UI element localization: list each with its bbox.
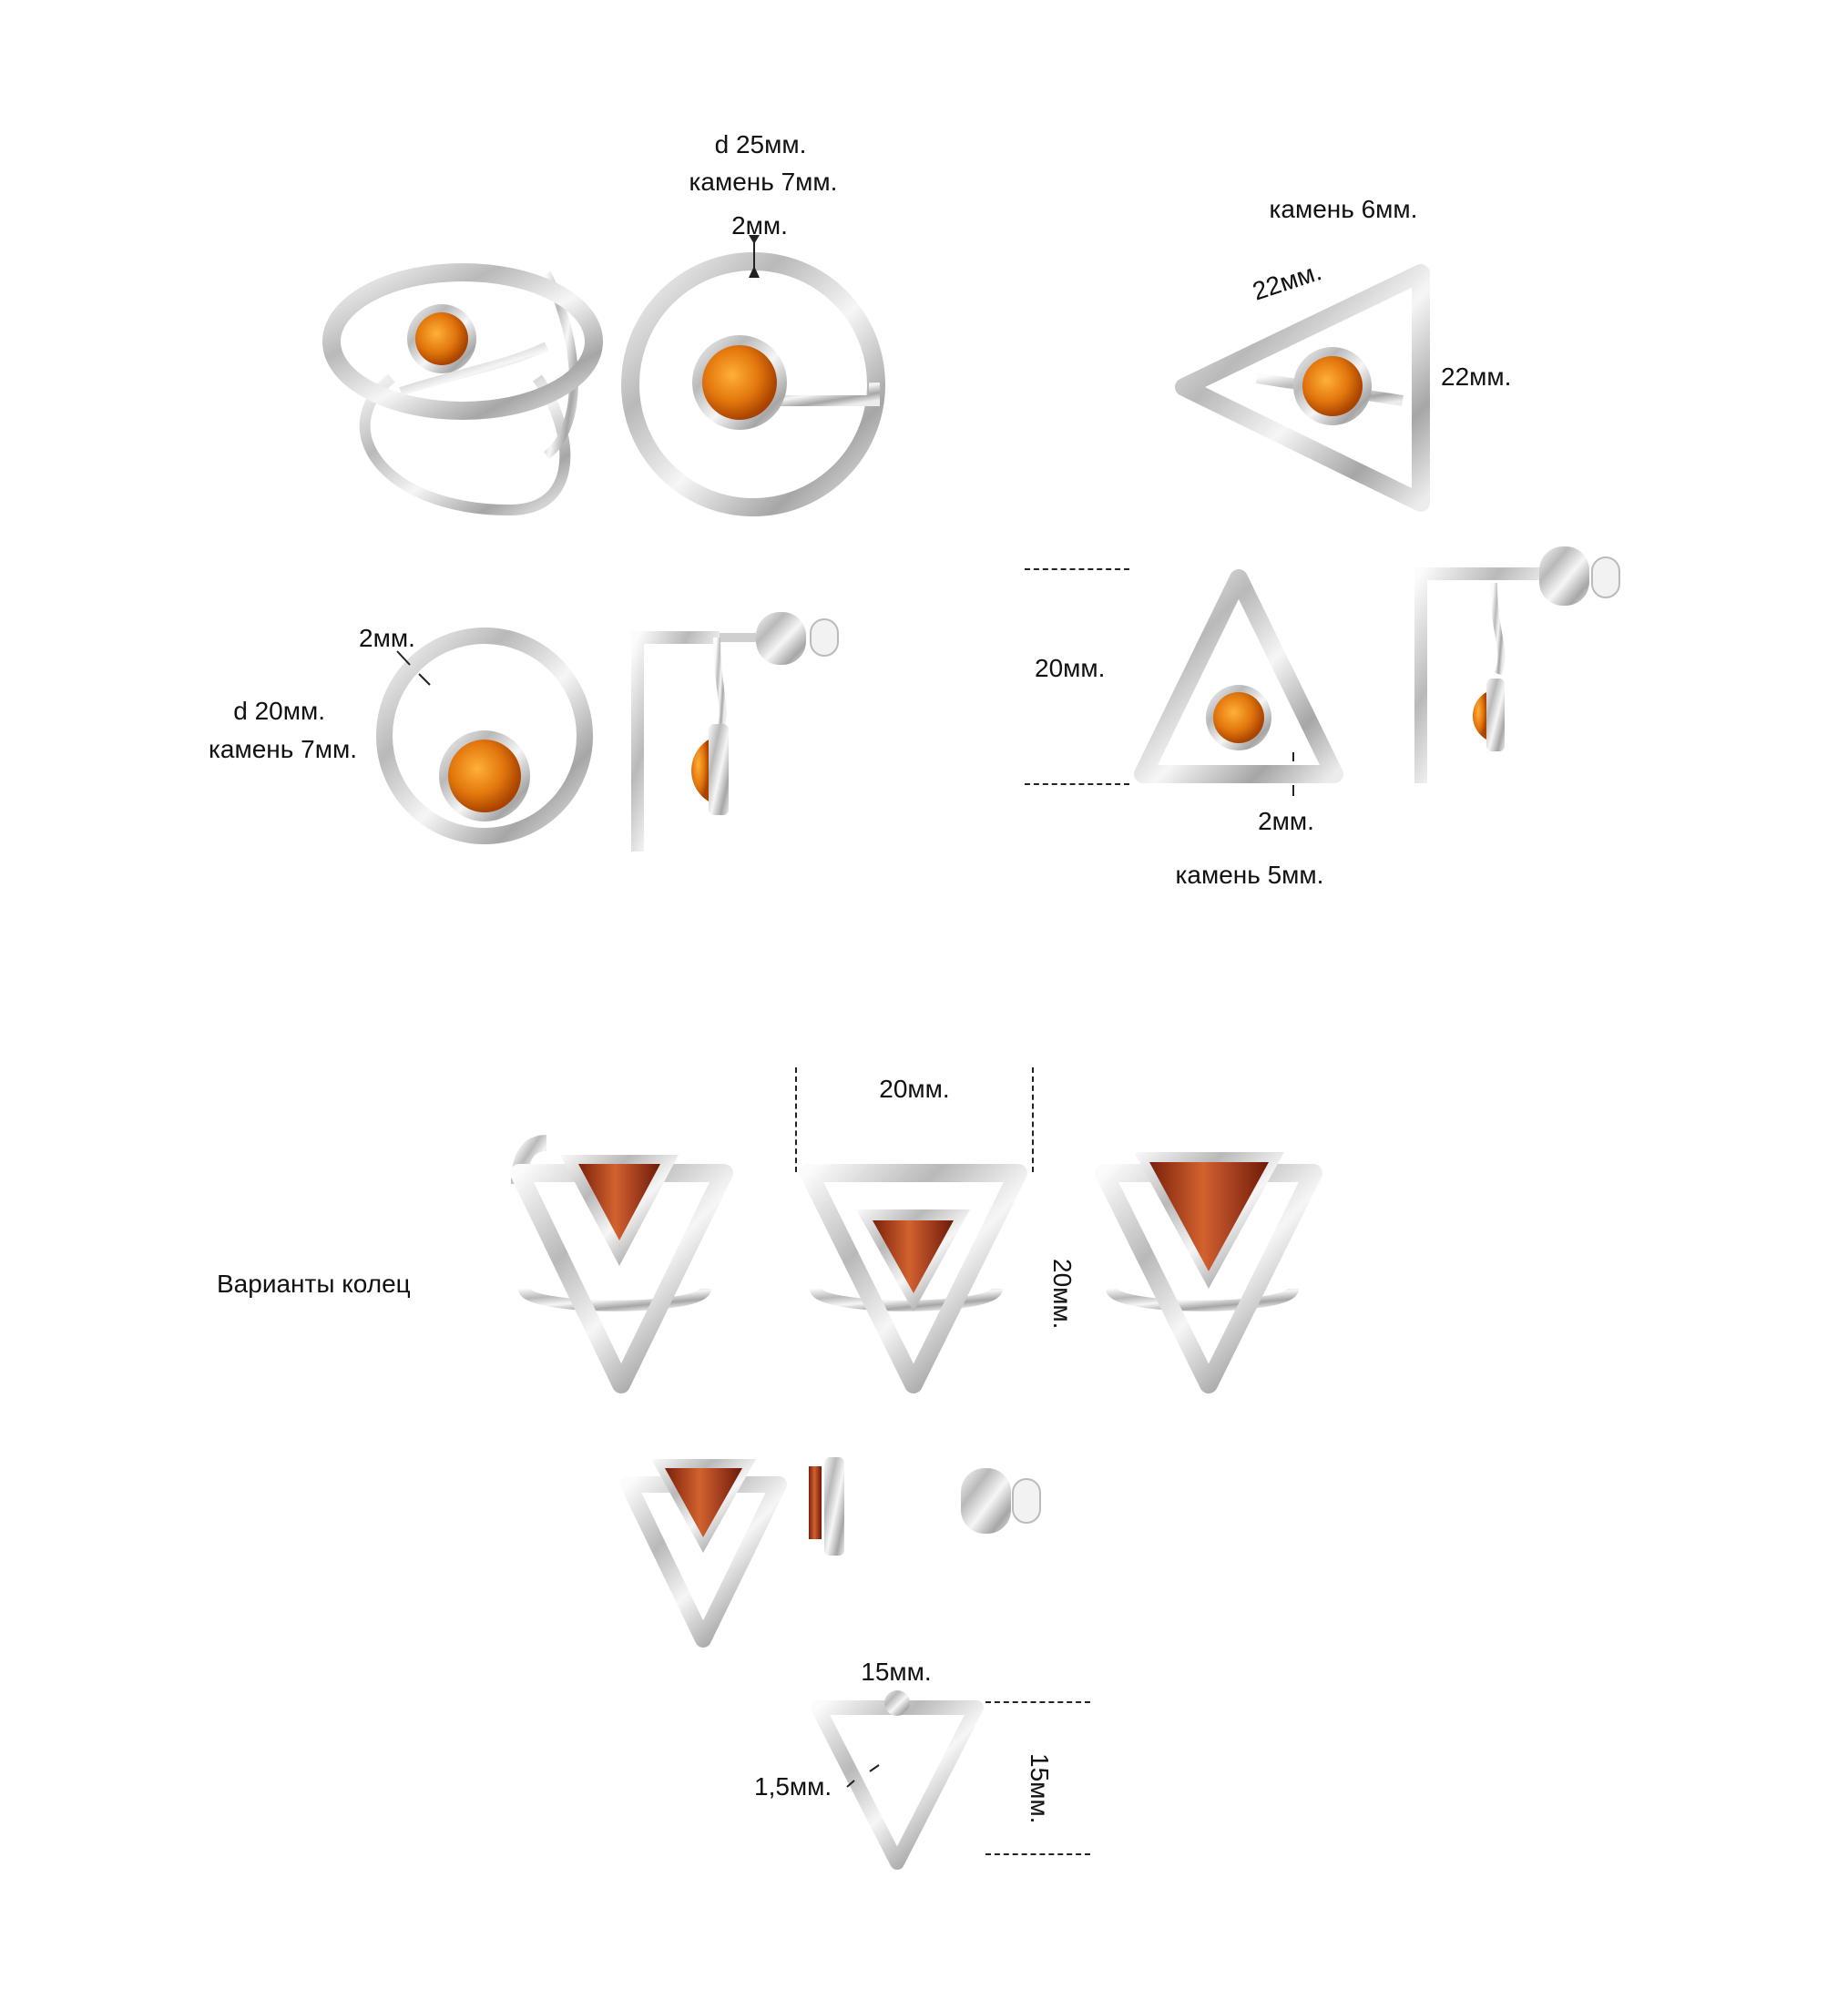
small-triangle-outline: [811, 1690, 984, 1870]
earring-circle-band-label: 2мм.: [359, 624, 415, 652]
small-width-label: 15мм.: [861, 1658, 932, 1686]
dim-guide-small-bottom: [985, 1853, 1090, 1855]
variant-ring-2: [800, 1164, 1027, 1393]
dim-guide-bottom: [1025, 783, 1129, 785]
earring-circle-diameter-label: d 20мм.: [233, 697, 325, 725]
small-band-label: 1,5мм.: [754, 1772, 832, 1801]
triangle-earring-front: [1134, 569, 1343, 796]
variants-height-label: 20мм.: [1048, 1259, 1077, 1330]
circle-ring-front: [621, 235, 885, 516]
ring-triangle-side-label-b: 22мм.: [1441, 362, 1512, 391]
variants-width-label: 20мм.: [879, 1075, 950, 1103]
earring-triangle-height-label: 20мм.: [1035, 654, 1106, 682]
variants-title: Варианты колец: [217, 1270, 411, 1298]
circle-earring-side: [631, 612, 839, 852]
small-height-label: 15мм.: [1026, 1753, 1054, 1824]
triangle-ring: [1175, 264, 1430, 512]
ring-circle-band-label: 2мм.: [731, 211, 788, 240]
earring-triangle-band-label: 2мм.: [1258, 807, 1314, 835]
dim-guide-small-top: [985, 1701, 1090, 1703]
dim-guide-left: [795, 1067, 797, 1172]
earring-triangle-stone-label: камень 5мм.: [1175, 861, 1324, 889]
variant-ring-1: [510, 1135, 733, 1393]
circle-ring-perspective: [322, 263, 603, 516]
small-earring-front: [620, 1459, 787, 1648]
ring-triangle-stone-label: камень 6мм.: [1269, 195, 1418, 223]
circle-earring-front: [376, 628, 593, 844]
ring-circle-diameter-label: d 25мм.: [714, 130, 807, 158]
triangle-earring-side: [1414, 546, 1620, 783]
dim-guide-right: [1032, 1067, 1034, 1172]
dim-guide-top: [1025, 568, 1129, 570]
ring-circle-stone-label: камень 7мм.: [689, 168, 838, 196]
earring-circle-stone-label: камень 7мм.: [209, 735, 357, 763]
variant-ring-3: [1095, 1152, 1322, 1393]
small-earring-side: [809, 1457, 1041, 1639]
